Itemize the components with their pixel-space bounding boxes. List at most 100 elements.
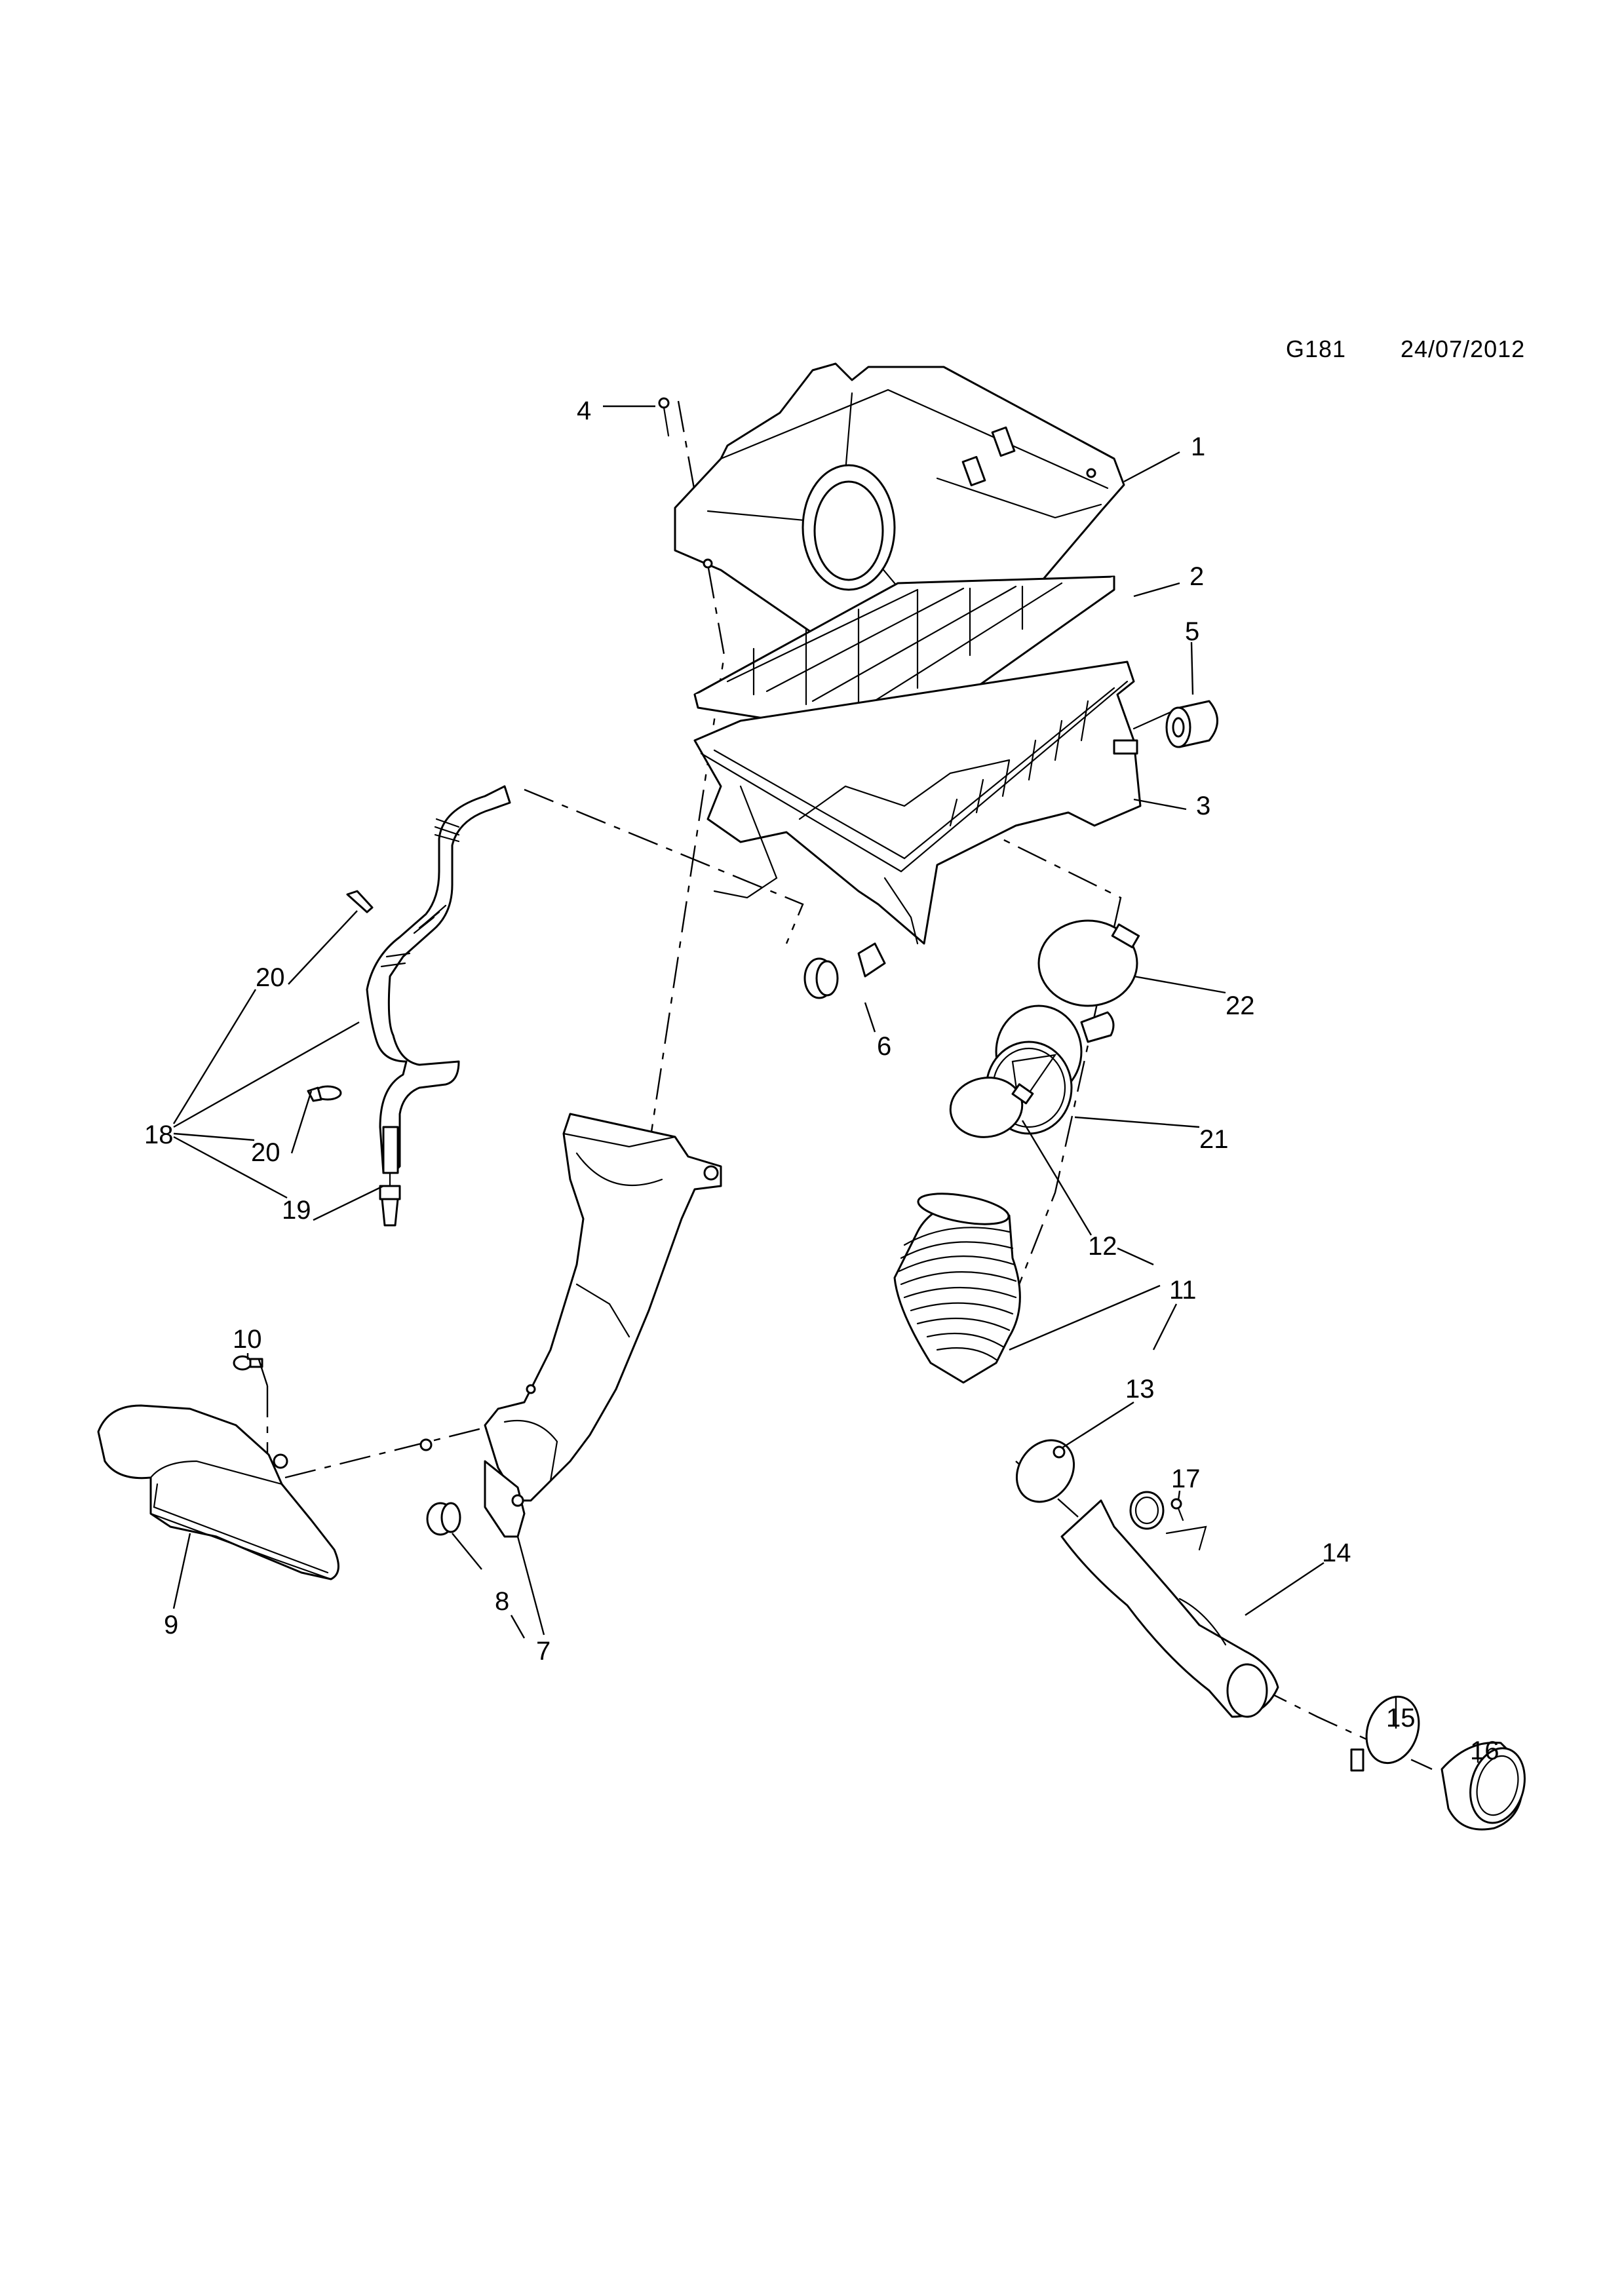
callout-20-upper: 20 bbox=[256, 963, 285, 992]
callout-3: 3 bbox=[1196, 792, 1210, 820]
hose-corrugations bbox=[898, 1227, 1017, 1361]
lower-housing-rim bbox=[700, 680, 1129, 873]
callout-5: 5 bbox=[1185, 617, 1199, 646]
callout-21: 21 bbox=[1199, 1125, 1229, 1154]
diagram-date: 24/07/2012 bbox=[1401, 335, 1526, 362]
lower-housing-bracket bbox=[883, 877, 919, 945]
centerline-duct-outlet bbox=[1258, 1686, 1433, 1770]
lower-housing-rim-inner bbox=[713, 687, 1115, 860]
maf-clamp bbox=[1037, 919, 1140, 1007]
hose-upper-cuff bbox=[917, 1193, 1010, 1225]
upper-clamp-screw bbox=[1011, 1083, 1034, 1105]
intake-duct bbox=[419, 1113, 722, 1538]
connector-body bbox=[381, 1198, 399, 1227]
maf-sensor-element bbox=[1011, 1054, 1057, 1109]
callout-7: 7 bbox=[536, 1637, 551, 1666]
push-rivet bbox=[233, 1355, 263, 1371]
snorkel-mount-tab bbox=[273, 1453, 288, 1469]
breather-clip-upper bbox=[346, 890, 374, 913]
duct-clamp-screw bbox=[1350, 1748, 1364, 1772]
callout-9: 9 bbox=[164, 1611, 178, 1639]
breather-connector bbox=[379, 1172, 401, 1227]
duct-bracket-screw bbox=[1170, 1498, 1184, 1521]
front-grommet-body bbox=[815, 960, 839, 997]
centerline-breather bbox=[524, 788, 804, 944]
cover-screw bbox=[658, 397, 670, 437]
callout-13: 13 bbox=[1125, 1375, 1155, 1404]
seal-ring-bore bbox=[1476, 1755, 1519, 1816]
centerline-screw-to-duct bbox=[628, 400, 725, 1278]
rear-grommet-hole bbox=[1172, 717, 1185, 738]
breather-hose-body bbox=[366, 785, 511, 1174]
intake-hose bbox=[893, 1193, 1021, 1384]
leader-lines bbox=[172, 405, 1479, 1763]
intake-duct-rib bbox=[575, 1283, 630, 1338]
lower-hose-clamp bbox=[1015, 1439, 1075, 1503]
lower-clamp-screw bbox=[1053, 1445, 1066, 1459]
callout-4: 4 bbox=[577, 396, 591, 425]
connector-flange bbox=[379, 1185, 401, 1200]
callout-2: 2 bbox=[1189, 562, 1204, 591]
callout-18: 18 bbox=[144, 1120, 174, 1149]
callout-22: 22 bbox=[1226, 991, 1255, 1020]
hose-body bbox=[893, 1198, 1021, 1384]
duct-grommet bbox=[426, 1502, 461, 1536]
cover-ridge bbox=[720, 389, 1109, 489]
breather-hose-lower-end bbox=[382, 1126, 399, 1174]
screw-head bbox=[658, 397, 670, 409]
maf-clamp-band bbox=[1037, 919, 1138, 1007]
callout-15: 15 bbox=[1386, 1704, 1416, 1732]
callout-16: 16 bbox=[1470, 1736, 1499, 1765]
intake-duct-pin-hole bbox=[526, 1384, 536, 1394]
callout-12: 12 bbox=[1088, 1232, 1117, 1261]
callout-10: 10 bbox=[233, 1325, 262, 1354]
rear-grommet bbox=[1165, 700, 1218, 748]
intake-duct-body bbox=[484, 1113, 722, 1502]
breather-hose-corrugations bbox=[380, 818, 460, 968]
bracket-screw-shank bbox=[1177, 1507, 1184, 1521]
duct-outlet-ring bbox=[1226, 1663, 1268, 1718]
duct-clamp bbox=[1350, 1695, 1420, 1772]
lower-housing-internal-rib bbox=[798, 759, 1011, 820]
clip-upper-body bbox=[346, 890, 374, 913]
intake-duct-stud-lower bbox=[511, 1494, 524, 1507]
lower-housing-body bbox=[693, 660, 1142, 945]
callout-20-lower: 20 bbox=[251, 1138, 280, 1167]
snorkel-mouth-bottom bbox=[149, 1512, 332, 1580]
front-grommet bbox=[803, 942, 886, 999]
duct-bracket bbox=[1165, 1525, 1207, 1551]
front-grommet-stud bbox=[857, 942, 886, 978]
diagram-code: G181 bbox=[1286, 335, 1347, 362]
callout-17: 17 bbox=[1171, 1464, 1201, 1493]
cover-latch-1 bbox=[961, 455, 986, 487]
cover-screw-hole-right bbox=[1086, 468, 1096, 478]
callout-14: 14 bbox=[1322, 1539, 1351, 1567]
callout-19: 19 bbox=[282, 1196, 311, 1225]
duct-seal-ring bbox=[1440, 1742, 1526, 1831]
filter-mesh bbox=[726, 582, 1063, 712]
air-inlet-snorkel bbox=[97, 1404, 339, 1580]
cover-crease bbox=[844, 392, 853, 473]
upper-hose-clamp bbox=[949, 1077, 1034, 1138]
duct-port-inner bbox=[1134, 1496, 1159, 1525]
maf-clamp-screw bbox=[1111, 923, 1140, 949]
lower-housing-foot bbox=[713, 785, 778, 899]
snorkel-body bbox=[97, 1404, 339, 1580]
lower-housing-peg bbox=[1113, 739, 1138, 755]
cover-latch-2 bbox=[991, 426, 1016, 457]
duct-grommet-body bbox=[440, 1502, 461, 1533]
intake-duct-top-opening bbox=[575, 1152, 663, 1187]
intake-duct-top-rim bbox=[562, 1132, 676, 1148]
intake-duct-stud-upper bbox=[419, 1438, 433, 1451]
throttle-body-duct bbox=[1060, 1491, 1279, 1718]
breather-clip-lower bbox=[307, 1085, 342, 1102]
lower-housing-ribs bbox=[949, 700, 1089, 827]
duct-clamp-band bbox=[1365, 1695, 1420, 1765]
air-filter-element bbox=[693, 575, 1115, 742]
maf-connector bbox=[1080, 1011, 1115, 1043]
centerline-snorkel-to-duct bbox=[284, 1427, 482, 1479]
callout-1: 1 bbox=[1191, 432, 1205, 461]
intake-duct-mount-hole bbox=[703, 1165, 719, 1181]
